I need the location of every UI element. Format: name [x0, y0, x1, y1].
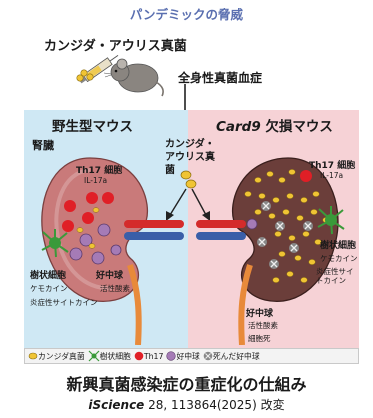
right-chemokine-label: ケモカイン	[320, 254, 358, 263]
legend-fungus: カンジダ真菌	[28, 351, 85, 362]
legend-neutrophil: 好中球	[166, 351, 200, 362]
right-death-label: 細胞死	[248, 334, 271, 343]
right-neutrophil-label: 好中球	[246, 309, 274, 319]
blood-vessel-icon	[124, 220, 184, 240]
left-neutrophil-label: 好中球	[96, 271, 124, 281]
dendritic-cell-icon-right	[317, 206, 345, 235]
right-dendritic-label: 樹状細胞	[320, 241, 357, 251]
left-il17a-label: IL-17a	[84, 176, 108, 185]
th17-cell-icon	[134, 351, 144, 361]
left-dendritic-label: 樹状細胞	[30, 271, 67, 281]
left-cytokine-label: 炎症性サイトカイン	[30, 298, 98, 307]
mouse-icon	[103, 58, 164, 97]
citation: iScience 28, 113864(2025) 改変	[88, 398, 285, 412]
left-th17-label: Th17 細胞	[76, 166, 123, 176]
left-activity-label: 活性酸素	[100, 284, 130, 293]
legend-th17: Th17	[134, 351, 163, 361]
fungus-label: カンジダ・アウリス真菌	[44, 39, 187, 54]
legend: カンジダ真菌 樹状細胞 Th17 好中球 死んだ好中球	[24, 348, 359, 364]
kidney-icon	[41, 157, 149, 345]
center-fungus-icon	[166, 170, 210, 221]
header-title: パンデミックの脅威	[129, 7, 244, 22]
right-th17-label: Th17 細胞	[309, 161, 356, 171]
legend-dead-neutrophil: 死んだ好中球	[203, 351, 260, 362]
kidney-label: 腎臓	[32, 139, 54, 152]
dendritic-cell-legend-icon	[88, 350, 100, 362]
wild-type-title: 野生型マウス	[52, 119, 133, 135]
card9-title: Card9 欠損マウス	[216, 119, 333, 135]
kidney-icon-right	[231, 157, 339, 345]
legend-dendritic: 樹状細胞	[88, 350, 131, 362]
neutrophil-icon	[166, 351, 177, 361]
figure-caption: 新興真菌感染症の重症化の仕組み	[66, 375, 307, 394]
sepsis-label: 全身性真菌血症	[178, 71, 263, 85]
dead-neutrophil-icon	[203, 351, 213, 361]
fungus-icon	[28, 352, 38, 360]
blood-vessel-icon-right	[196, 220, 246, 240]
right-cytokine-label: 炎症性サイトカイン	[316, 267, 354, 285]
dendritic-cell-icon	[41, 229, 69, 258]
syringe-icon	[76, 54, 119, 84]
right-il17a-label: IL-17a	[320, 171, 344, 180]
center-fungus-label: カンジダ・アウリス真菌	[165, 139, 215, 176]
right-activity-label: 活性酸素	[248, 321, 278, 330]
left-chemokine-label: ケモカイン	[30, 284, 68, 293]
